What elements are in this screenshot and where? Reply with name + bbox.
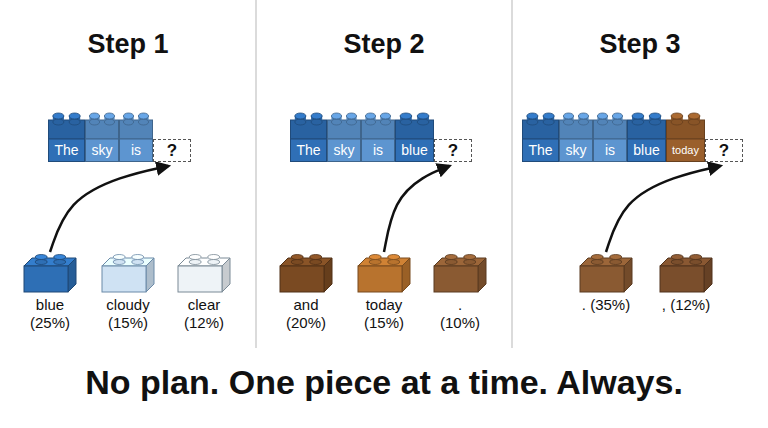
brick-shape: [650, 250, 722, 294]
word-brick: The: [522, 112, 559, 162]
brick-shape: [168, 250, 240, 294]
candidate-brick: today(15%): [348, 250, 420, 332]
brick-shape: [14, 250, 86, 294]
caption: No plan. One piece at a time. Always.: [0, 362, 768, 402]
token-text: is: [119, 142, 153, 158]
probability-text: (12%): [168, 314, 240, 332]
probability-text: (10%): [424, 314, 496, 332]
candidate-brick: , (12%): [650, 250, 722, 314]
divider-line: [255, 0, 257, 348]
token-text: and: [270, 296, 342, 314]
word-brick: is: [361, 112, 395, 162]
token-text: blue: [395, 142, 434, 158]
word-brick: The: [48, 112, 85, 162]
brick-shape: [348, 250, 420, 294]
word-brick: is: [119, 112, 153, 162]
brick-shape: [424, 250, 496, 294]
word-brick: sky: [559, 112, 593, 162]
brick-shape: [92, 250, 164, 294]
word-brick: blue: [627, 112, 666, 162]
word-brick: The: [290, 112, 327, 162]
token-text: . (35%): [570, 296, 642, 314]
token-text: today: [348, 296, 420, 314]
token-text: The: [522, 142, 559, 158]
token-text: ?: [719, 142, 729, 160]
next-slot: ?: [153, 139, 191, 162]
token-text: The: [290, 142, 327, 158]
token-text: clear: [168, 296, 240, 314]
probability-text: (15%): [348, 314, 420, 332]
next-token-arrow: [606, 166, 720, 252]
token-text: .: [424, 296, 496, 314]
token-text: today: [666, 143, 705, 157]
token-text: cloudy: [92, 296, 164, 314]
next-token-arrow: [384, 166, 449, 252]
word-brick: is: [593, 112, 627, 162]
token-text: is: [593, 142, 627, 158]
token-text: sky: [559, 142, 593, 158]
word-brick: sky: [85, 112, 119, 162]
divider-line: [511, 0, 513, 348]
candidate-brick: blue(25%): [14, 250, 86, 332]
token-text: ?: [167, 142, 177, 160]
word-brick: sky: [327, 112, 361, 162]
brick-shape: [570, 250, 642, 294]
step-title: Step 3: [512, 28, 768, 60]
token-text: blue: [14, 296, 86, 314]
token-text: The: [48, 142, 85, 158]
probability-text: (25%): [14, 314, 86, 332]
candidate-brick: cloudy(15%): [92, 250, 164, 332]
candidate-brick: clear(12%): [168, 250, 240, 332]
probability-text: (15%): [92, 314, 164, 332]
word-brick: today: [666, 112, 705, 162]
probability-text: (20%): [270, 314, 342, 332]
token-text: ?: [448, 142, 458, 160]
next-slot: ?: [434, 139, 472, 162]
next-token-arrow: [50, 166, 168, 252]
brick-shape: [270, 250, 342, 294]
token-text: , (12%): [650, 296, 722, 314]
word-brick: blue: [395, 112, 434, 162]
token-text: is: [361, 142, 395, 158]
candidate-brick: and(20%): [270, 250, 342, 332]
candidate-brick: . (35%): [570, 250, 642, 314]
next-slot: ?: [705, 139, 743, 162]
step-title: Step 2: [256, 28, 512, 60]
token-text: sky: [327, 142, 361, 158]
candidate-brick: .(10%): [424, 250, 496, 332]
token-text: blue: [627, 142, 666, 158]
token-text: sky: [85, 142, 119, 158]
step-title: Step 1: [0, 28, 256, 60]
